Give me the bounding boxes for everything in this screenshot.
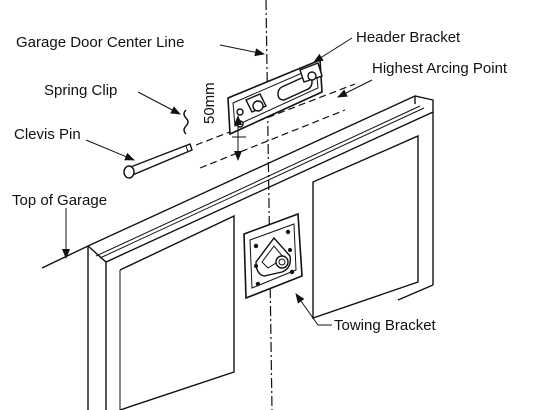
spring-clip (183, 109, 189, 135)
header-bracket (227, 58, 323, 136)
garage-door-panel (86, 95, 434, 410)
towing-bracket-label: Towing Bracket (334, 317, 437, 334)
door-left-panel (119, 214, 235, 410)
dimension-50mm: 50mm (201, 82, 242, 161)
highest-arcing-leader (337, 79, 373, 98)
center-line (265, 0, 273, 410)
clevis-pin-leader (85, 139, 135, 161)
dimension-label: 50mm (201, 82, 218, 124)
highest-arcing-point-lines (195, 83, 356, 169)
door-right-panel (312, 134, 419, 319)
spring-clip-leader (137, 91, 181, 115)
center-line-leader (219, 44, 265, 57)
towing-bracket-leader (295, 293, 332, 326)
highest-arcing-point-label: Highest Arcing Point (372, 60, 508, 77)
center-line-label: Garage Door Center Line (16, 34, 184, 51)
header-bracket-label: Header Bracket (356, 29, 461, 46)
spring-clip-label: Spring Clip (44, 82, 117, 99)
top-of-garage-label: Top of Garage (12, 192, 107, 209)
clevis-pin-label: Clevis Pin (14, 126, 81, 143)
towing-bracket (243, 212, 303, 300)
top-of-garage-line (41, 245, 89, 269)
header-bracket-leader (313, 37, 353, 63)
clevis-pin (123, 143, 193, 179)
